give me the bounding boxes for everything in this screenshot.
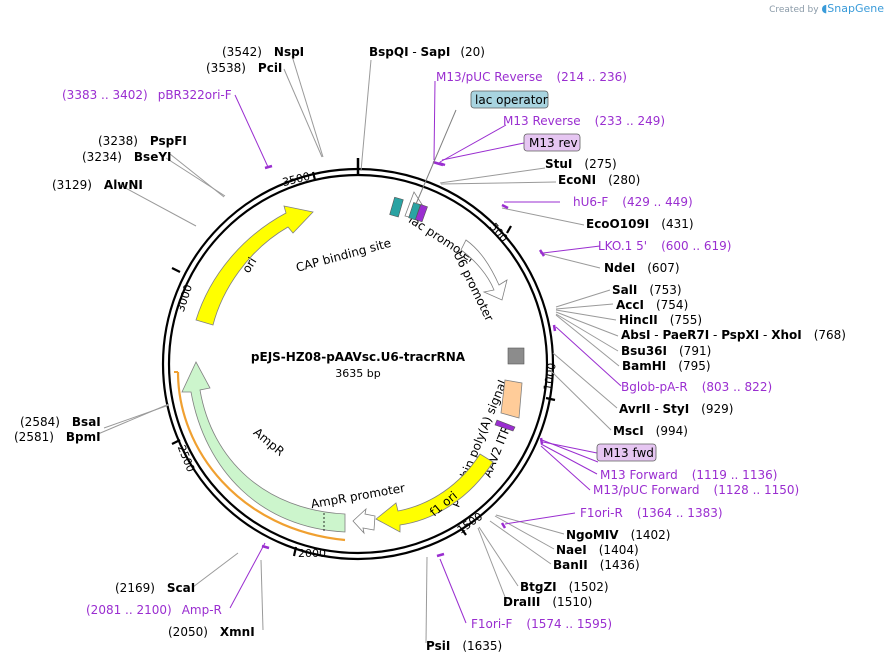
site-bsu36i[interactable]: Bsu36I(791) <box>621 344 711 358</box>
primer-lko1-5[interactable]: LKO.1 5'(600 .. 619) <box>598 239 732 253</box>
plasmid-name: pEJS-HZ08-pAAVsc.U6-tracrRNA <box>251 350 466 364</box>
site-btgzi[interactable]: BtgZI(1502) <box>520 580 609 594</box>
site-sali[interactable]: SalI(753) <box>612 283 682 297</box>
site-leaders <box>97 55 620 644</box>
site-scai[interactable]: (2169)ScaI <box>115 581 195 595</box>
primer-m13-puc-reverse[interactable]: M13/pUC Reverse(214 .. 236) <box>436 70 627 84</box>
snapgene-logo-icon: ◖ <box>821 2 828 15</box>
tick-label: 500 <box>487 220 510 244</box>
feature-u6-promoter[interactable]: U6 promoter <box>451 239 508 323</box>
site-hincii[interactable]: HincII(755) <box>619 313 702 327</box>
snapgene-credit: Created by ◖SnapGene <box>769 2 884 15</box>
primer-f1ori-r[interactable]: F1ori-R(1364 .. 1383) <box>580 506 723 520</box>
feature-cap-binding-site[interactable]: CAP binding site <box>294 196 404 275</box>
primer-pbr322ori-f[interactable]: (3383 .. 3402)pBR322ori-F <box>62 88 232 102</box>
tick-label: 1500 <box>455 510 485 537</box>
site-ndei[interactable]: NdeI(607) <box>604 261 680 275</box>
site-econi[interactable]: EcoNI(280) <box>558 173 640 187</box>
primer-m13-rev-box[interactable]: M13 rev <box>441 133 581 161</box>
site-bseyi[interactable]: (3234)BseYI <box>82 150 172 164</box>
feature-lac-operator[interactable]: lac operator <box>408 90 549 223</box>
site-psii[interactable]: PsiI(1635) <box>426 639 502 653</box>
primer-f1ori-f[interactable]: F1ori-F(1574 .. 1595) <box>471 617 612 631</box>
site-draiii[interactable]: DraIII(1510) <box>503 595 592 609</box>
primer-marks <box>261 160 557 558</box>
site-bpmi[interactable]: (2581)BpmI <box>14 430 101 444</box>
feature-label-lac-operator: lac operator <box>475 93 548 107</box>
tick-label: 2000 <box>298 547 326 560</box>
site-ecoo109i[interactable]: EcoO109I(431) <box>586 217 694 231</box>
site-xmni[interactable]: (2050)XmnI <box>168 625 255 639</box>
feature-primer-box-small <box>494 419 516 432</box>
feature-label-ampr: AmpR <box>251 425 287 459</box>
credit-brand: SnapGene <box>827 2 884 15</box>
site-ngomiv[interactable]: NgoMIV(1402) <box>566 528 670 542</box>
site-pcii[interactable]: (3538)PciI <box>206 61 282 75</box>
site-stui[interactable]: StuI(275) <box>545 157 617 171</box>
site-acci[interactable]: AccI(754) <box>616 298 688 312</box>
tick-label: 1000 <box>541 362 559 392</box>
tick-label: 3000 <box>174 283 195 314</box>
primer-amp-r[interactable]: (2081 .. 2100)Amp-R <box>86 603 222 617</box>
primer-m13-fwd-box[interactable]: M13 fwd <box>542 441 657 462</box>
site-bsai[interactable]: (2584)BsaI <box>20 415 101 429</box>
tick-label: 2500 <box>175 443 198 474</box>
site-msci[interactable]: MscI(994) <box>613 424 688 438</box>
primer-m13-fwd-label: M13 fwd <box>603 446 654 460</box>
primer-m13-reverse[interactable]: M13 Reverse(233 .. 249) <box>503 114 665 128</box>
site-avrii-styi[interactable]: AvrII - StyI(929) <box>619 402 733 416</box>
site-pspfi[interactable]: (3238)PspFI <box>98 134 187 148</box>
site-alwni[interactable]: (3129)AlwNI <box>52 178 143 192</box>
site-naei[interactable]: NaeI(1404) <box>556 543 639 557</box>
site-absi-xhoi[interactable]: AbsI - PaeR7I - PspXI - XhoI(768) <box>621 328 846 342</box>
feature-ampr[interactable]: AmpR <box>174 361 346 542</box>
primer-hu6-f[interactable]: hU6-F(429 .. 449) <box>573 195 693 209</box>
plasmid-backbone <box>161 158 555 561</box>
site-bamhi[interactable]: BamHI(795) <box>622 359 711 373</box>
plasmid-size: 3635 bp <box>335 367 380 380</box>
credit-prefix: Created by <box>769 5 819 15</box>
primer-m13-puc-forward[interactable]: M13/pUC Forward(1128 .. 1150) <box>593 483 799 497</box>
feature-label-cap-binding-site: CAP binding site <box>294 236 392 275</box>
site-bspqi-sapi[interactable]: BspQI - SapI(20) <box>369 45 485 59</box>
site-nspi[interactable]: (3542)NspI <box>222 45 304 59</box>
primer-m13-rev-label: M13 rev <box>529 136 578 150</box>
primer-leaders <box>229 80 622 624</box>
primer-m13-forward[interactable]: M13 Forward(1119 .. 1136) <box>600 468 777 482</box>
site-banii[interactable]: BanII(1436) <box>553 558 640 572</box>
primer-bglob-pa-r[interactable]: Bglob-pA-R(803 .. 822) <box>621 380 772 394</box>
